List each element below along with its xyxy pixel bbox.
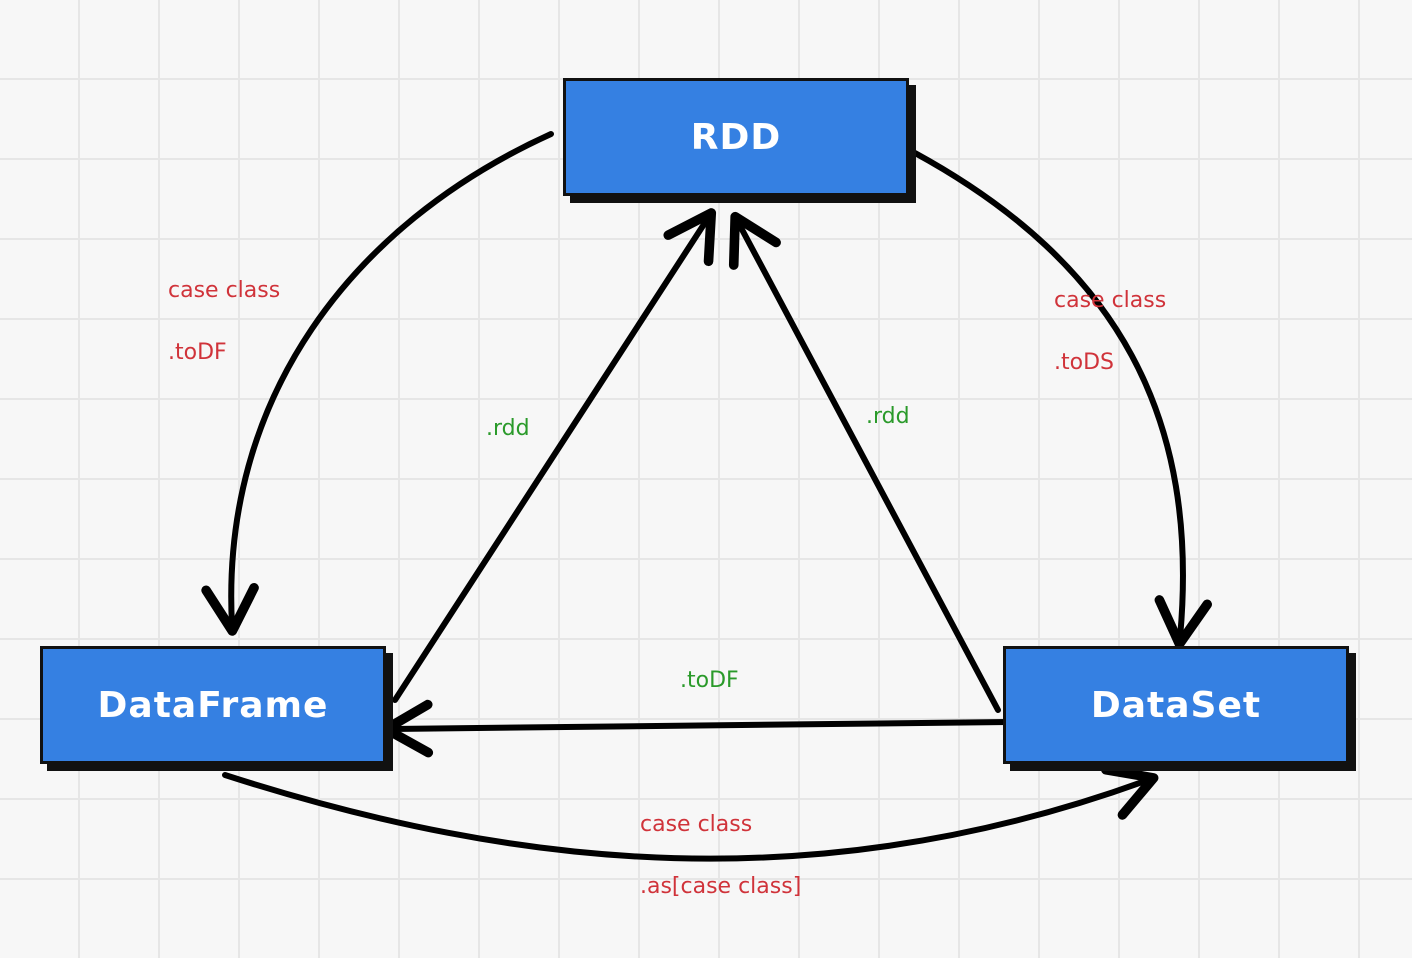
label-rdd-to-dataset-tods: .toDS xyxy=(1054,350,1114,375)
dataset-node-label: DataSet xyxy=(1090,684,1262,726)
arrow-dataset-to-dataframe xyxy=(381,699,1011,758)
arrow-dataframe-to-rdd xyxy=(392,208,717,703)
rdd-node[interactable]: RDD xyxy=(563,78,909,196)
dataset-node[interactable]: DataSet xyxy=(1003,646,1349,764)
arrow-dataset-to-rdd xyxy=(728,211,1001,713)
rdd-node-label: RDD xyxy=(690,116,782,158)
dataframe-node-label: DataFrame xyxy=(97,684,329,726)
label-dataframe-to-rdd: .rdd xyxy=(486,416,530,441)
arrow-dataframe-to-dataset xyxy=(222,765,1159,862)
arrow-rdd-to-dataframe xyxy=(201,131,554,636)
arrow-rdd-to-dataset xyxy=(912,150,1212,649)
label-dataframe-to-dataset-case-class: case class xyxy=(640,812,753,837)
label-dataset-to-rdd: .rdd xyxy=(866,404,910,429)
label-dataframe-to-dataset-as: .as[case class] xyxy=(640,874,802,899)
label-rdd-to-dataset-case-class: case class xyxy=(1054,288,1167,313)
label-rdd-to-dataframe-todf: .toDF xyxy=(168,340,227,365)
label-dataset-to-dataframe: .toDF xyxy=(680,668,739,693)
dataframe-node[interactable]: DataFrame xyxy=(40,646,386,764)
label-rdd-to-dataframe-case-class: case class xyxy=(168,278,281,303)
